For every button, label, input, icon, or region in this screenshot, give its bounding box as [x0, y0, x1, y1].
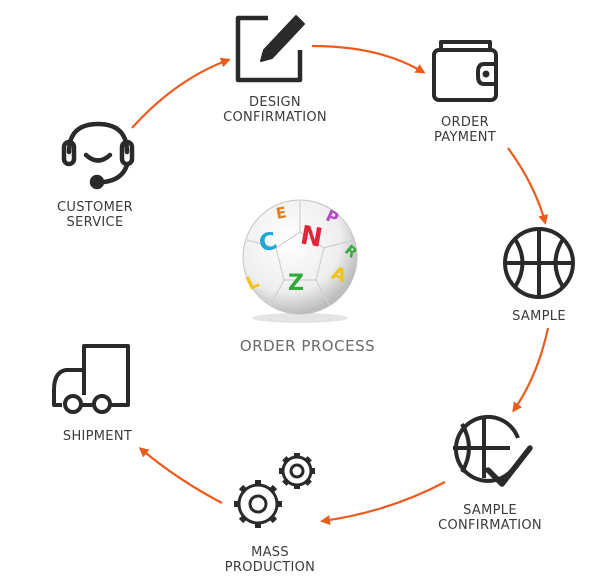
edit-icon [235, 15, 305, 83]
wallet-icon [432, 40, 498, 102]
gear-tooth [238, 514, 248, 524]
gear-tooth [268, 514, 278, 524]
arrow-design-to-payment [311, 44, 426, 74]
arrow-confirmation-to-production [320, 481, 446, 525]
arrow-service-to-design [131, 57, 231, 129]
gear-tooth [268, 484, 278, 494]
headset-icon [61, 121, 135, 190]
svg-text:Z: Z [288, 271, 304, 296]
arrow-sample-to-confirmation [512, 327, 550, 413]
step-label-sample-confirmation: SAMPLE CONFIRMATION [438, 503, 542, 533]
arrow-production-to-shipment [138, 447, 223, 504]
step-label-shipment: SHIPMENT [62, 429, 133, 444]
gear-tooth [282, 456, 290, 464]
football-image: C N Z A L P E R [242, 199, 360, 323]
diagram-title: ORDER PROCESS [239, 337, 376, 355]
ball-check-icon [453, 414, 533, 487]
gear-tooth [238, 484, 248, 494]
gear-tooth [304, 456, 312, 464]
ball-icon [503, 227, 575, 299]
step-label-order-payment: ORDER PAYMENT [433, 115, 497, 145]
step-label-sample: SAMPLE [512, 309, 566, 324]
step-label-customer-service: CUSTOMER SERVICE [57, 200, 133, 230]
truck-icon [52, 344, 130, 414]
gear-tooth [304, 478, 312, 486]
svg-text:A: A [329, 263, 349, 288]
gears-icon [234, 453, 315, 528]
arrow-payment-to-sample [507, 147, 548, 225]
gear-tooth [282, 478, 290, 486]
svg-text:E: E [275, 203, 288, 223]
step-label-mass-production: MASS PRODUCTION [224, 545, 316, 575]
step-label-design-confirmation: DESIGN CONFIRMATION [223, 95, 327, 125]
svg-text:N: N [298, 220, 325, 253]
